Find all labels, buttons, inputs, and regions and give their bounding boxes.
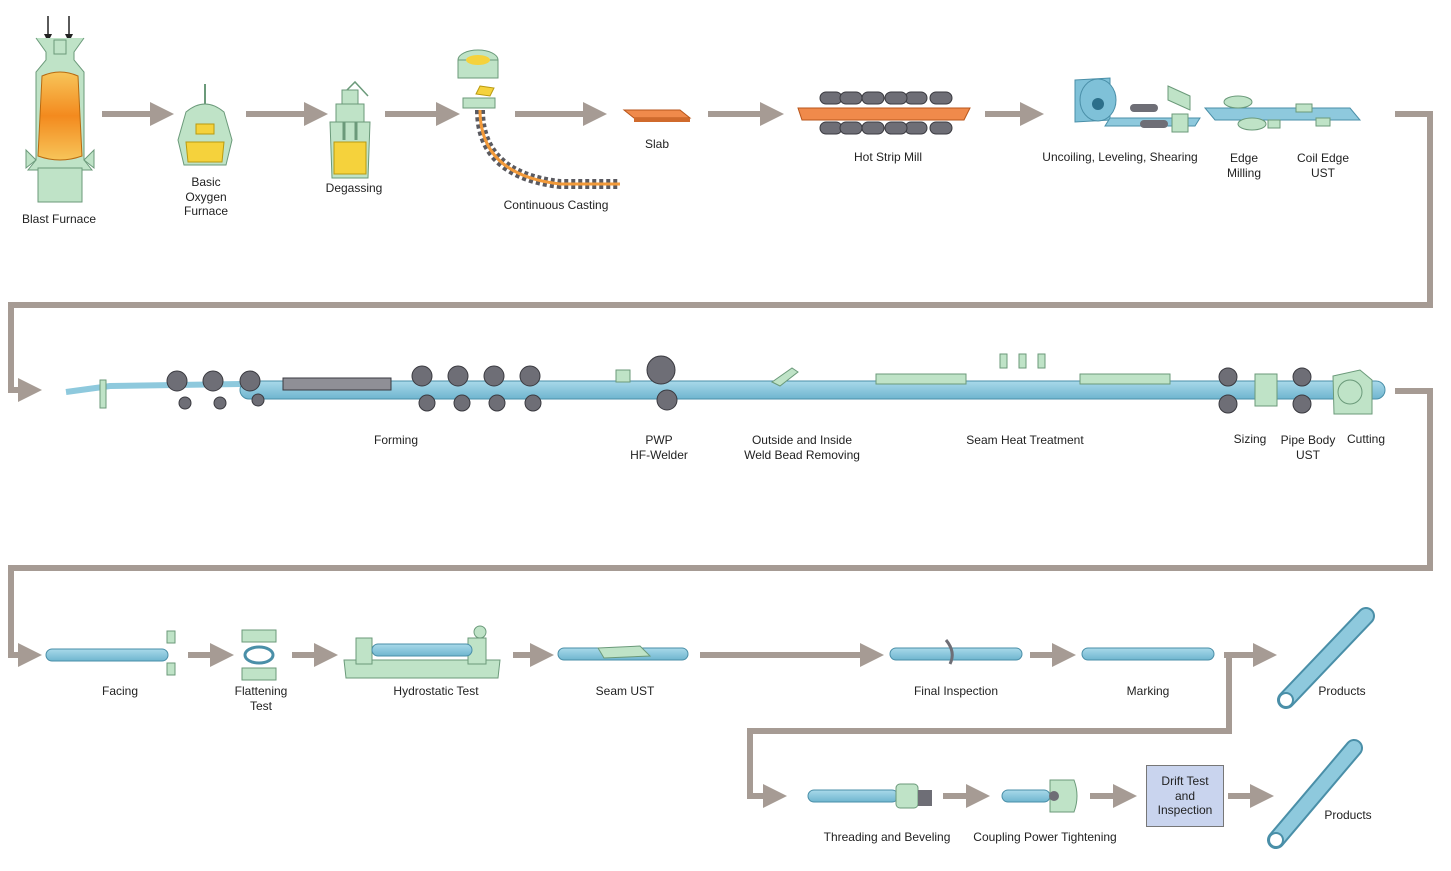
label-hot-strip-mill: Hot Strip Mill (853, 150, 923, 164)
label-coil-edge-ust: Coil Edge UST (1296, 151, 1350, 180)
label-final-inspection: Final Inspection (913, 684, 999, 698)
uncoiler-icon (1074, 77, 1201, 133)
label-coupling-power-tightening: Coupling Power Tightening (973, 830, 1117, 844)
edge-milling-icon (1203, 95, 1362, 131)
degassing-icon (329, 80, 371, 179)
seam-ust-icon (557, 645, 689, 661)
strip-and-pipe-line (65, 379, 1386, 409)
label-marking: Marking (1126, 684, 1170, 698)
blast-furnace-icon (25, 16, 95, 203)
continuous-casting-icon (457, 49, 620, 189)
hydrostatic-test-icon (343, 625, 501, 679)
sizing-icon (1218, 367, 1312, 414)
label-pipe-body-ust: Pipe Body UST (1280, 433, 1336, 462)
facing-icon (45, 630, 176, 676)
slab-icon (622, 109, 692, 122)
pipe-body-ust-icon (1254, 373, 1278, 407)
label-uncoiling: Uncoiling, Leveling, Shearing (1042, 150, 1198, 164)
label-threading-beveling: Threading and Beveling (823, 830, 951, 844)
products-pipe-icon-2 (1267, 739, 1363, 849)
label-cutting: Cutting (1346, 432, 1386, 446)
final-inspection-icon (889, 639, 1023, 665)
label-facing: Facing (101, 684, 139, 698)
products-pipe-icon-1 (1277, 607, 1375, 709)
label-seam-ust: Seam UST (595, 684, 655, 698)
label-continuous-casting: Continuous Casting (503, 198, 609, 212)
label-degassing: Degassing (325, 181, 383, 195)
drift-test-box: Drift Test and Inspection (1146, 765, 1224, 827)
label-flattening-test: Flattening Test (234, 684, 288, 713)
label-sizing: Sizing (1233, 432, 1267, 446)
hot-strip-mill-icon (797, 91, 971, 135)
basic-oxygen-furnace-icon (177, 84, 233, 166)
weld-bead-remover-icon (771, 367, 799, 387)
label-products-2: Products (1324, 808, 1372, 822)
connector-row1-to-row2 (8, 111, 1433, 402)
cutting-icon (1332, 369, 1373, 415)
marking-icon (1081, 647, 1215, 661)
label-hydrostatic-test: Hydrostatic Test (393, 684, 479, 698)
label-forming: Forming (373, 433, 419, 447)
label-weld-bead-removing: Outside and Inside Weld Bead Removing (744, 433, 860, 462)
seam-heat-treatment-icon (875, 353, 1171, 385)
coupling-tightening-icon (1001, 779, 1078, 813)
label-basic-oxygen-furnace: Basic Oxygen Furnace (183, 175, 229, 218)
forming-rollers-icon (166, 365, 542, 412)
label-slab: Slab (644, 137, 670, 151)
connector-row3-to-row4 (747, 655, 1232, 808)
label-pwp-hf-welder: PWP HF-Welder (630, 433, 688, 462)
label-edge-milling: Edge Milling (1226, 151, 1262, 180)
hf-welder-icon (615, 355, 678, 411)
label-products-1: Products (1318, 684, 1366, 698)
coil-edge-ust-icon (1295, 103, 1331, 127)
connector-row2-to-row3 (8, 388, 1433, 667)
threading-beveling-icon (807, 783, 932, 809)
label-blast-furnace: Blast Furnace (21, 212, 97, 226)
label-seam-heat-treatment: Seam Heat Treatment (966, 433, 1084, 447)
flattening-test-icon (241, 629, 277, 681)
